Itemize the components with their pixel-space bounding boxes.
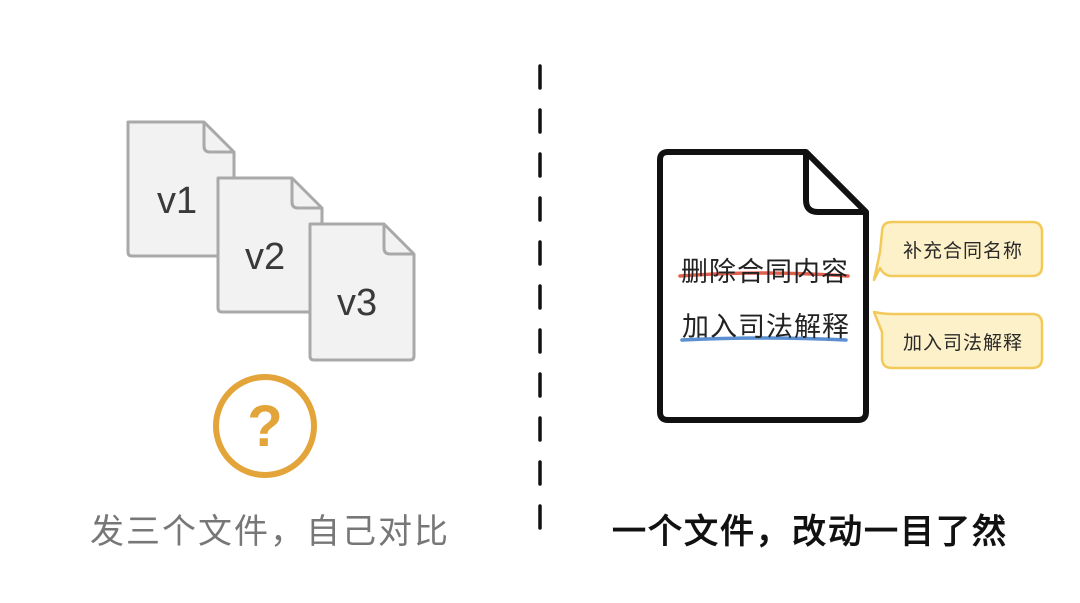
comment-text-1: 补充合同名称 xyxy=(902,239,1023,262)
caption-right: 一个文件，改动一目了然 xyxy=(612,511,1008,552)
added-text: 加入司法解释 xyxy=(682,312,850,343)
caption-left: 发三个文件，自己对比 xyxy=(90,511,450,552)
version-label-v3: v3 xyxy=(337,282,378,324)
comment-bubble-2 xyxy=(872,310,1044,370)
document-v3-icon xyxy=(308,222,416,362)
question-circle-icon xyxy=(213,374,317,478)
comment-bubble-1 xyxy=(872,220,1044,282)
comment-text-2: 加入司法解释 xyxy=(902,331,1023,354)
underline-mark xyxy=(680,336,848,342)
document-single-icon xyxy=(657,149,869,423)
deleted-text: 删除合同内容 xyxy=(681,257,849,288)
version-label-v2: v2 xyxy=(245,236,286,278)
strikethrough-mark xyxy=(678,271,850,278)
version-label-v1: v1 xyxy=(157,180,198,222)
question-mark-icon: ? xyxy=(247,393,283,459)
